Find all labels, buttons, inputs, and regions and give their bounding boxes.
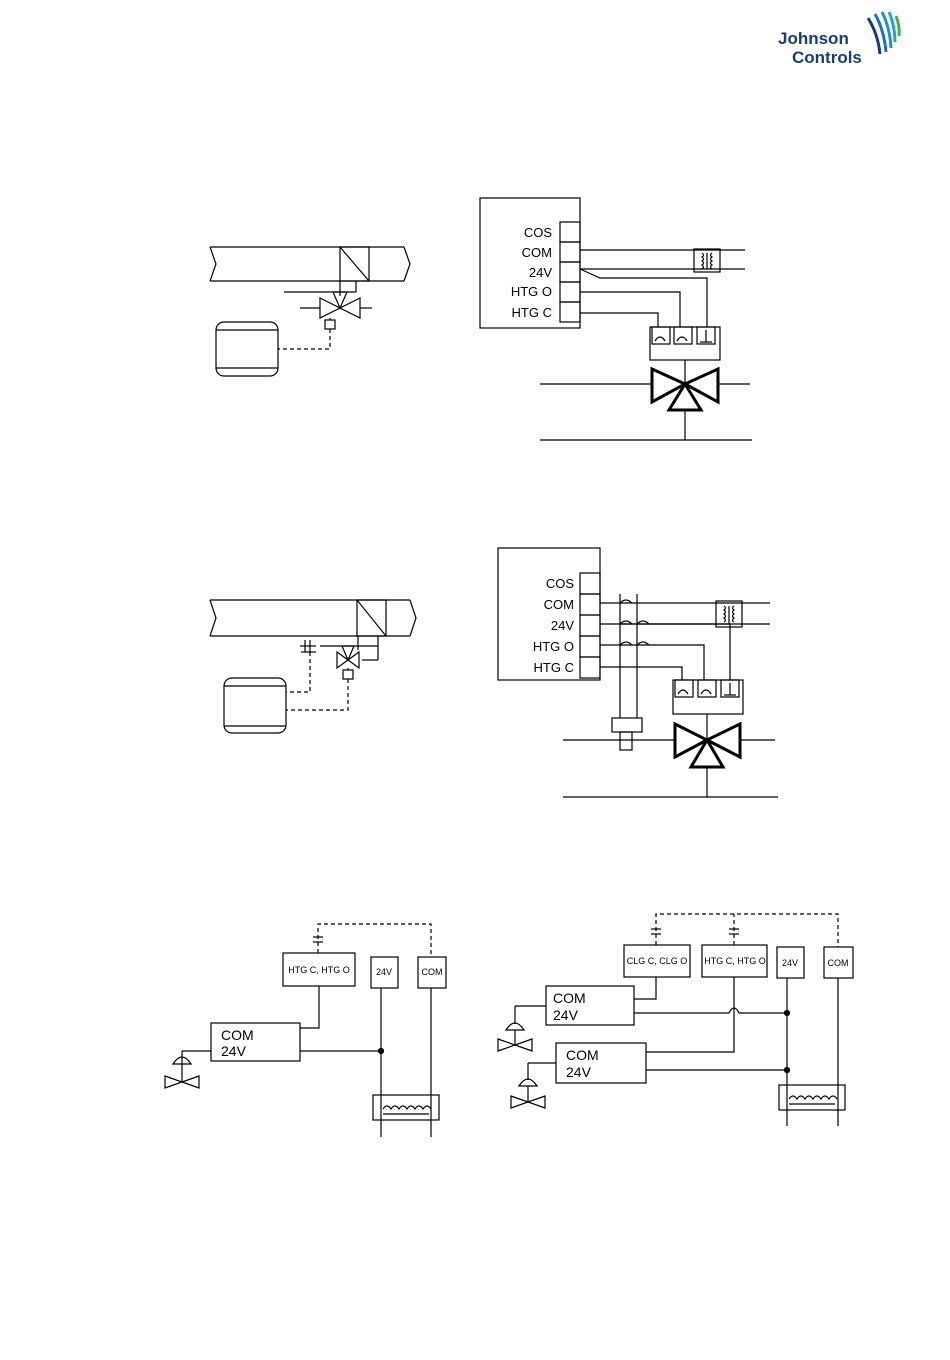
d4-controller2-com: COM [566, 1047, 599, 1063]
d2-terminal-24v: 24V [551, 618, 574, 633]
d1-terminal-htg-c: HTG C [512, 305, 552, 320]
d4-com-label: COM [828, 958, 849, 968]
d4-24v-label: 24V [782, 958, 798, 968]
wiring-diagram-3 [165, 924, 446, 1137]
wiring-diagram-4 [498, 914, 853, 1126]
duct-schematic-1 [210, 247, 410, 376]
duct-schematic-2 [210, 600, 416, 733]
d3-24v-label: 24V [376, 967, 392, 977]
d3-controller-com: COM [221, 1027, 254, 1043]
d4-controller1-com: COM [553, 990, 586, 1006]
d1-terminal-com: COM [522, 245, 552, 260]
d1-terminal-24v: 24V [529, 265, 552, 280]
d3-com-label: COM [422, 967, 443, 977]
d3-htg-box-label: HTG C, HTG O [288, 965, 350, 975]
d4-controller1-24v: 24V [553, 1007, 579, 1023]
d1-terminal-cos: COS [524, 225, 553, 240]
d4-htg-box-label: HTG C, HTG O [704, 956, 766, 966]
d4-clg-box-label: CLG C, CLG O [627, 956, 688, 966]
d1-terminal-htg-o: HTG O [511, 284, 552, 299]
d2-terminal-htg-o: HTG O [533, 639, 574, 654]
d2-terminal-cos: COS [546, 576, 575, 591]
d2-terminal-htg-c: HTG C [534, 660, 574, 675]
d3-controller-24v: 24V [221, 1043, 247, 1059]
d4-controller2-24v: 24V [566, 1064, 592, 1080]
d2-terminal-com: COM [544, 597, 574, 612]
